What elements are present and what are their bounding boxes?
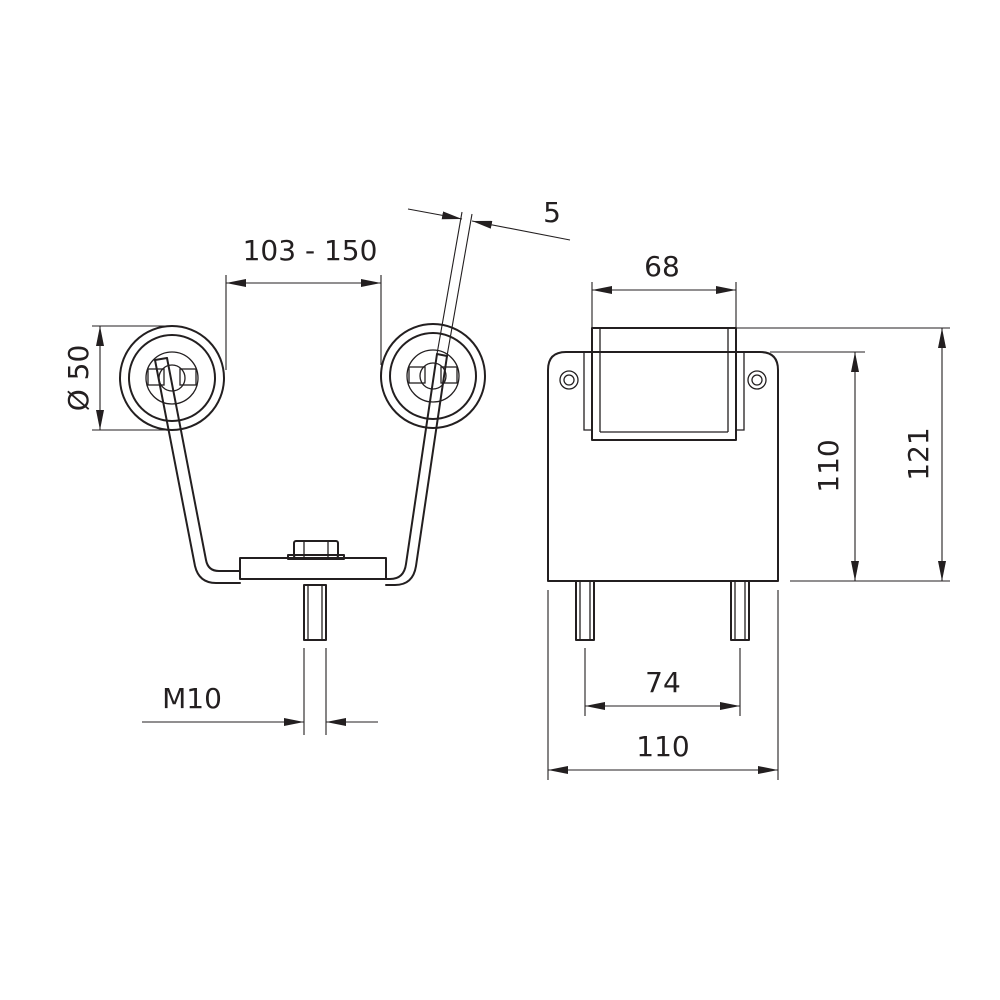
left-stud <box>575 580 595 641</box>
side-roller <box>583 327 745 441</box>
right-hole <box>747 370 767 390</box>
right-roller <box>380 323 486 429</box>
dimension-total-height: 121 <box>736 327 950 582</box>
dimension-thickness: 5 <box>407 196 571 357</box>
dimension-plate-width: 110 <box>547 590 779 780</box>
left-hole <box>559 370 579 390</box>
dimension-stud-spacing: 74 <box>584 648 741 716</box>
hex-nut <box>287 540 345 560</box>
stud-spacing-label: 74 <box>645 666 681 699</box>
roller-diameter-label: Ø 50 <box>62 345 95 412</box>
thread-label: M10 <box>162 682 222 715</box>
thickness-label: 5 <box>543 196 561 229</box>
mounting-plate <box>239 557 387 580</box>
dimension-thread: M10 <box>142 648 378 735</box>
left-roller <box>119 325 225 431</box>
plate-width-label: 110 <box>636 730 689 763</box>
total-height-label: 121 <box>902 427 935 480</box>
inner-height-label: 110 <box>812 439 845 492</box>
dimension-inner-height: 110 <box>770 351 865 582</box>
adjust-range-label: 103 - 150 <box>243 234 378 267</box>
dimension-adjust-range: 103 - 150 <box>225 234 382 370</box>
side-view: 68 110 121 74 110 <box>547 250 950 780</box>
right-stud <box>730 580 750 641</box>
front-view: 103 - 150 5 Ø 50 M10 <box>62 196 571 735</box>
threaded-stud <box>303 584 327 641</box>
u-bracket <box>154 353 448 586</box>
side-plate <box>547 351 779 582</box>
dimension-roller-length: 68 <box>591 250 737 328</box>
dimension-roller-diameter: Ø 50 <box>62 325 172 431</box>
roller-length-label: 68 <box>644 250 680 283</box>
